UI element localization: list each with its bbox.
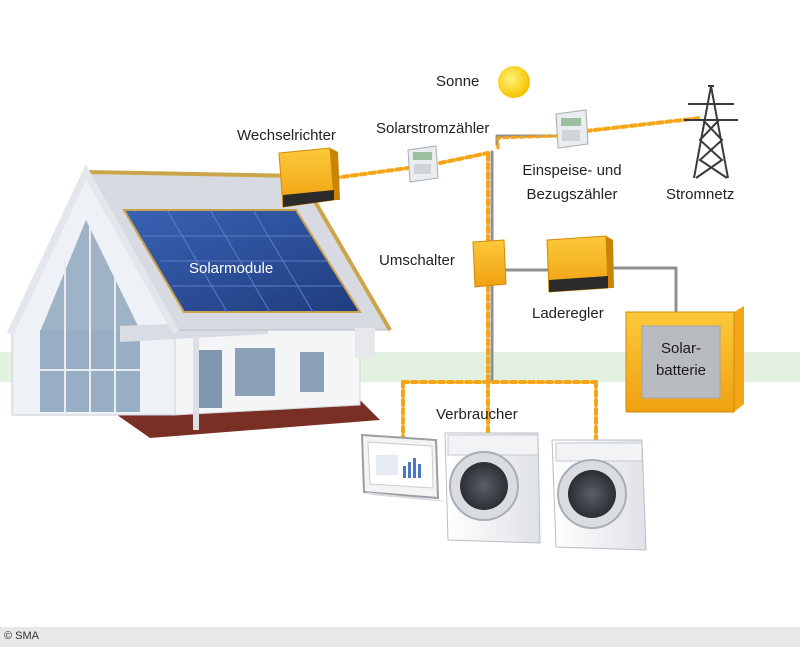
label-battery-line2: batterie <box>655 362 707 379</box>
charge-controller-icon <box>546 235 614 293</box>
label-consumers: Verbraucher <box>436 406 518 423</box>
copyright-text: © SMA <box>4 630 39 642</box>
label-switch: Umschalter <box>379 252 455 269</box>
copyright-bar: © SMA <box>0 627 800 647</box>
label-feed-meter-line1: Einspeise- und <box>522 162 622 179</box>
solar-battery-icon <box>625 306 744 413</box>
inverter-icon <box>278 147 340 208</box>
solar-meter-icon <box>407 145 439 183</box>
monitor-icon <box>360 433 448 502</box>
label-feed-meter-line2: Bezugszähler <box>526 186 618 203</box>
washing-machine-icon <box>444 432 541 544</box>
label-solar-modules: Solarmodule <box>189 260 274 277</box>
dryer-icon <box>551 439 647 551</box>
switch-icon <box>472 239 507 288</box>
label-grid: Stromnetz <box>666 186 735 203</box>
label-sun: Sonne <box>436 73 480 90</box>
power-pylon-icon <box>684 85 738 179</box>
solar-modules-icon <box>122 209 362 313</box>
label-charge-controller: Laderegler <box>532 305 604 322</box>
diagram-canvas <box>0 66 800 551</box>
label-inverter: Wechselrichter <box>237 127 336 144</box>
feed-meter-icon <box>555 109 589 149</box>
label-battery-line1: Solar- <box>660 340 701 357</box>
sun-icon <box>498 66 530 98</box>
cables <box>188 116 702 444</box>
label-solar-meter: Solarstromzähler <box>376 120 490 137</box>
